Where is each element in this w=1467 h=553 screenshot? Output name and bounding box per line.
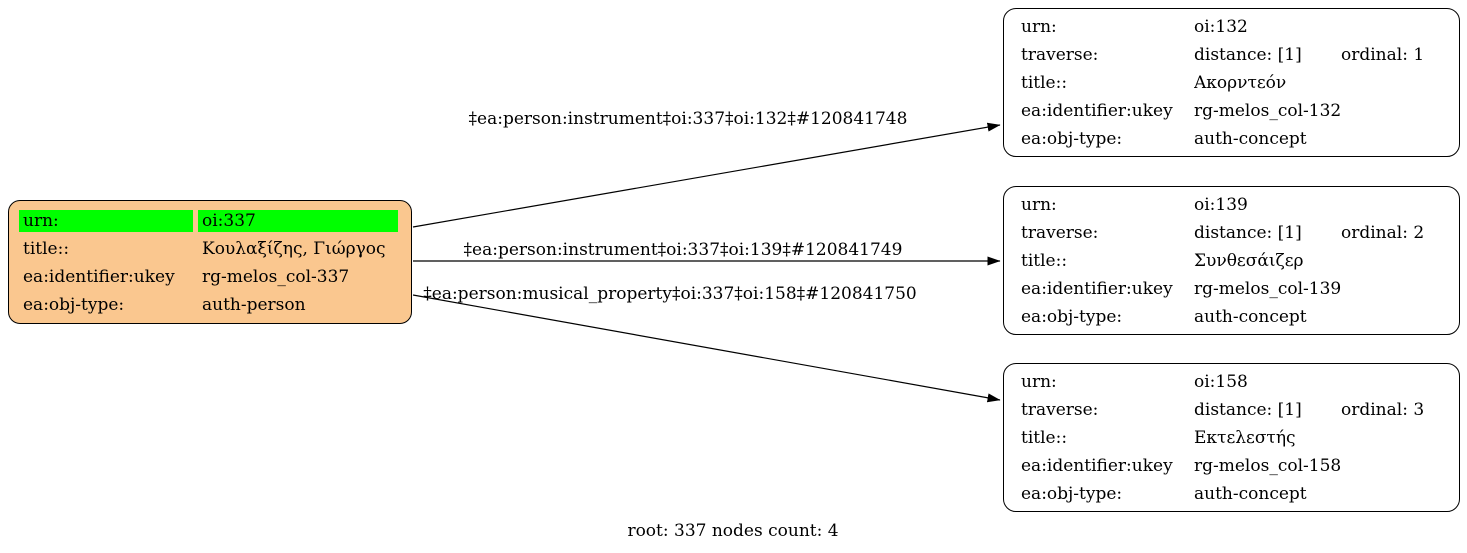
node3-row-objtype: ea:obj-type: auth-concept — [1021, 480, 1449, 508]
root-urn-key: urn: — [19, 210, 193, 232]
neighbor-node-3[interactable]: urn: oi:158 traverse: distance: [1] ordi… — [1003, 363, 1460, 512]
node2-title-key: title:: — [1021, 251, 1068, 271]
root-ukey-key: ea:identifier:ukey — [23, 267, 175, 287]
root-row-ukey: ea:identifier:ukey rg-melos_col-337 — [19, 263, 399, 291]
edge-label-3: ‡ea:person:musical_property‡oi:337‡oi:15… — [423, 284, 917, 304]
edge-line-3 — [412, 294, 1001, 403]
edge-label-1: ‡ea:person:instrument‡oi:337‡oi:132‡#120… — [468, 109, 908, 129]
root-objtype-key: ea:obj-type: — [23, 295, 125, 315]
node2-title-value: Συνθεσάιζερ — [1194, 251, 1304, 271]
node1-urn-value: oi:132 — [1194, 17, 1248, 37]
neighbor-node-1[interactable]: urn: oi:132 traverse: distance: [1] ordi… — [1003, 8, 1460, 157]
node1-row-objtype: ea:obj-type: auth-concept — [1021, 125, 1449, 153]
node3-ukey-value: rg-melos_col-158 — [1194, 456, 1342, 476]
node1-traverse-key: traverse: — [1021, 45, 1099, 65]
node2-urn-key: urn: — [1021, 195, 1057, 215]
node1-row-urn: urn: oi:132 — [1021, 13, 1449, 41]
root-node[interactable]: urn: oi:337 title:: Κουλαξίζης, Γιώργος … — [8, 200, 412, 324]
node2-row-traverse: traverse: distance: [1] ordinal: 2 — [1021, 219, 1449, 247]
edge-label-2: ‡ea:person:instrument‡oi:337‡oi:139‡#120… — [463, 240, 903, 260]
node1-row-title: title:: Ακορντεόν — [1021, 69, 1449, 97]
root-row-urn: urn: oi:337 — [19, 207, 399, 235]
edge-line-1 — [412, 122, 1001, 228]
node3-objtype-value: auth-concept — [1194, 484, 1307, 504]
root-row-title: title:: Κουλαξίζης, Γιώργος — [19, 235, 399, 263]
node2-objtype-value: auth-concept — [1194, 307, 1307, 327]
node3-objtype-key: ea:obj-type: — [1021, 484, 1123, 504]
neighbor-node-2[interactable]: urn: oi:139 traverse: distance: [1] ordi… — [1003, 186, 1460, 335]
node3-row-ukey: ea:identifier:ukey rg-melos_col-158 — [1021, 452, 1449, 480]
node3-urn-key: urn: — [1021, 372, 1057, 392]
node3-urn-value: oi:158 — [1194, 372, 1248, 392]
root-ukey-value: rg-melos_col-337 — [202, 267, 350, 287]
node1-title-key: title:: — [1021, 73, 1068, 93]
node3-title-value: Εκτελεστής — [1194, 428, 1296, 448]
node2-traverse-key: traverse: — [1021, 223, 1099, 243]
root-row-objtype: ea:obj-type: auth-person — [19, 291, 399, 319]
node3-title-key: title:: — [1021, 428, 1068, 448]
node1-urn-key: urn: — [1021, 17, 1057, 37]
node1-objtype-key: ea:obj-type: — [1021, 129, 1123, 149]
node2-urn-value: oi:139 — [1194, 195, 1248, 215]
node3-row-traverse: traverse: distance: [1] ordinal: 3 — [1021, 396, 1449, 424]
root-title-value: Κουλαξίζης, Γιώργος — [202, 239, 386, 259]
node2-ukey-value: rg-melos_col-139 — [1194, 279, 1342, 299]
node2-ukey-key: ea:identifier:ukey — [1021, 279, 1173, 299]
node2-objtype-key: ea:obj-type: — [1021, 307, 1123, 327]
node1-objtype-value: auth-concept — [1194, 129, 1307, 149]
root-title-key: title:: — [23, 239, 70, 259]
node3-row-urn: urn: oi:158 — [1021, 368, 1449, 396]
node1-distance-value: distance: [1] — [1194, 45, 1302, 65]
graph-footer-label: root: 337 nodes count: 4 — [627, 521, 839, 541]
node2-row-title: title:: Συνθεσάιζερ — [1021, 247, 1449, 275]
node2-row-urn: urn: oi:139 — [1021, 191, 1449, 219]
node3-distance-value: distance: [1] — [1194, 400, 1302, 420]
node3-ukey-key: ea:identifier:ukey — [1021, 456, 1173, 476]
node2-ordinal-value: ordinal: 2 — [1341, 223, 1425, 243]
root-urn-value: oi:337 — [198, 210, 398, 232]
node1-title-value: Ακορντεόν — [1194, 73, 1287, 93]
node2-distance-value: distance: [1] — [1194, 223, 1302, 243]
node1-ukey-value: rg-melos_col-132 — [1194, 101, 1342, 121]
node1-row-ukey: ea:identifier:ukey rg-melos_col-132 — [1021, 97, 1449, 125]
node3-row-title: title:: Εκτελεστής — [1021, 424, 1449, 452]
node1-row-traverse: traverse: distance: [1] ordinal: 1 — [1021, 41, 1449, 69]
node1-ordinal-value: ordinal: 1 — [1341, 45, 1425, 65]
node1-ukey-key: ea:identifier:ukey — [1021, 101, 1173, 121]
node2-row-ukey: ea:identifier:ukey rg-melos_col-139 — [1021, 275, 1449, 303]
node3-traverse-key: traverse: — [1021, 400, 1099, 420]
node2-row-objtype: ea:obj-type: auth-concept — [1021, 303, 1449, 331]
node3-ordinal-value: ordinal: 3 — [1341, 400, 1425, 420]
root-objtype-value: auth-person — [202, 295, 306, 315]
